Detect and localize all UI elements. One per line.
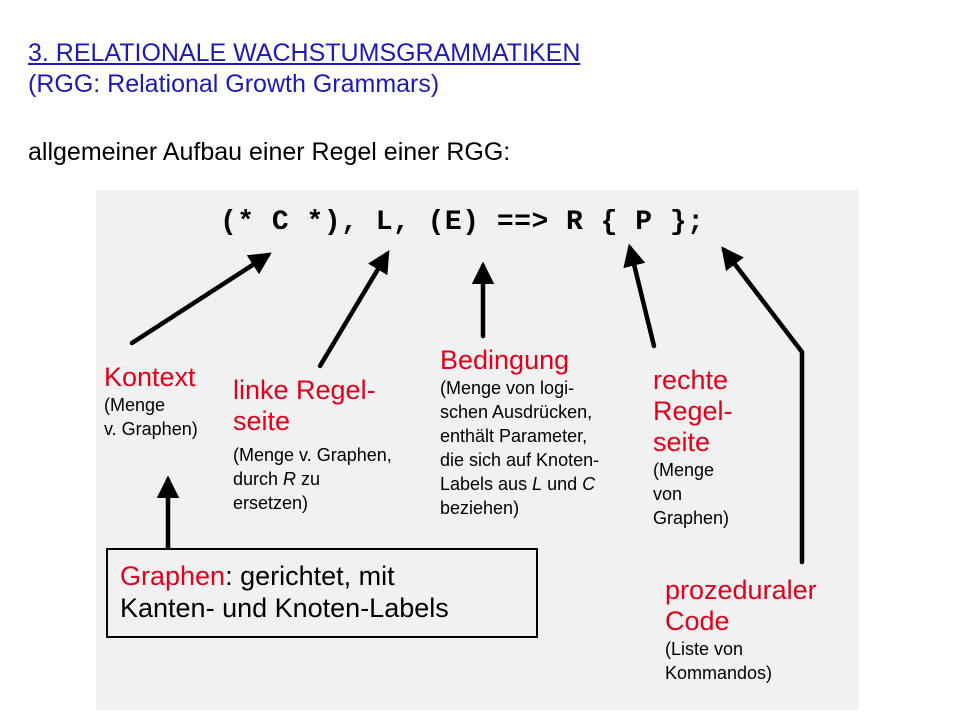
bedingung-desc-4: die sich auf Knoten- (440, 450, 600, 470)
rechte-desc-2: von (653, 484, 683, 504)
bedingung-desc-5: Labels aus L und C (440, 474, 596, 494)
prozedural-desc-1: (Liste von (665, 639, 744, 659)
graphen-line2: Kanten- und Knoten-Labels (120, 593, 449, 623)
arrow-procedural (721, 246, 805, 565)
arrow-right-side (623, 243, 657, 349)
bedingung-desc-6: beziehen) (440, 498, 520, 518)
label-prozeduraler-code: prozeduraler Code (Liste von Kommandos) (665, 575, 817, 685)
arrow-left-side (317, 250, 390, 369)
rechte-desc-3: Graphen) (653, 508, 730, 528)
label-rechte-regelseite: rechte Regel- seite (Menge von Graphen) (653, 365, 733, 530)
prozedural-desc-2: Kommandos) (665, 663, 773, 683)
rechte-title-2: Regel- (653, 396, 733, 426)
heading-title: 3. RELATIONALE WACHSTUMSGRAMMATIKEN (28, 39, 581, 67)
label-bedingung: Bedingung (Menge von logi- schen Ausdrüc… (440, 345, 599, 520)
kontext-desc-2: v. Graphen) (104, 419, 198, 439)
kontext-title: Kontext (104, 362, 196, 392)
linke-title-1: linke Regel- (233, 375, 376, 405)
linke-title-2: seite (233, 406, 291, 436)
symbol-r: R (283, 469, 297, 489)
kontext-desc-1: (Menge (104, 395, 166, 415)
arrow-context (129, 252, 272, 346)
label-linke-regelseite: linke Regel- seite (Menge v. Graphen, du… (233, 375, 392, 515)
graphen-term: Graphen (120, 561, 226, 591)
rechte-desc-1: (Menge (653, 460, 715, 480)
page-heading: 3. RELATIONALE WACHSTUMSGRAMMATIKEN (RGG… (28, 38, 580, 100)
bedingung-desc-2: schen Ausdrücken, (440, 402, 593, 422)
rechte-title-3: seite (653, 427, 711, 457)
label-kontext: Kontext (Menge v. Graphen) (104, 362, 198, 441)
bedingung-desc-1: (Menge von logi- (440, 378, 575, 398)
symbol-c: C (582, 474, 596, 494)
prozedural-title-1: prozeduraler (665, 575, 817, 605)
symbol-l: L (532, 474, 543, 494)
linke-desc-3: ersetzen) (233, 493, 309, 513)
linke-desc-2: durch R zu (233, 469, 321, 489)
graphen-box: Graphen: gerichtet, mit Kanten- und Knot… (106, 548, 538, 638)
rechte-title-1: rechte (653, 365, 729, 395)
prozedural-title-2: Code (665, 606, 730, 636)
linke-desc-1: (Menge v. Graphen, (233, 445, 392, 465)
graphen-line1-rest: : gerichtet, mit (225, 561, 395, 591)
bedingung-desc-3: enthält Parameter, (440, 426, 588, 446)
heading-subtitle: (RGG: Relational Growth Grammars) (28, 70, 440, 98)
rule-formula: (* C *), L, (E) ==> R { P }; (220, 207, 705, 238)
intro-text: allgemeiner Aufbau einer Regel einer RGG… (28, 138, 511, 166)
bedingung-title: Bedingung (440, 345, 570, 375)
